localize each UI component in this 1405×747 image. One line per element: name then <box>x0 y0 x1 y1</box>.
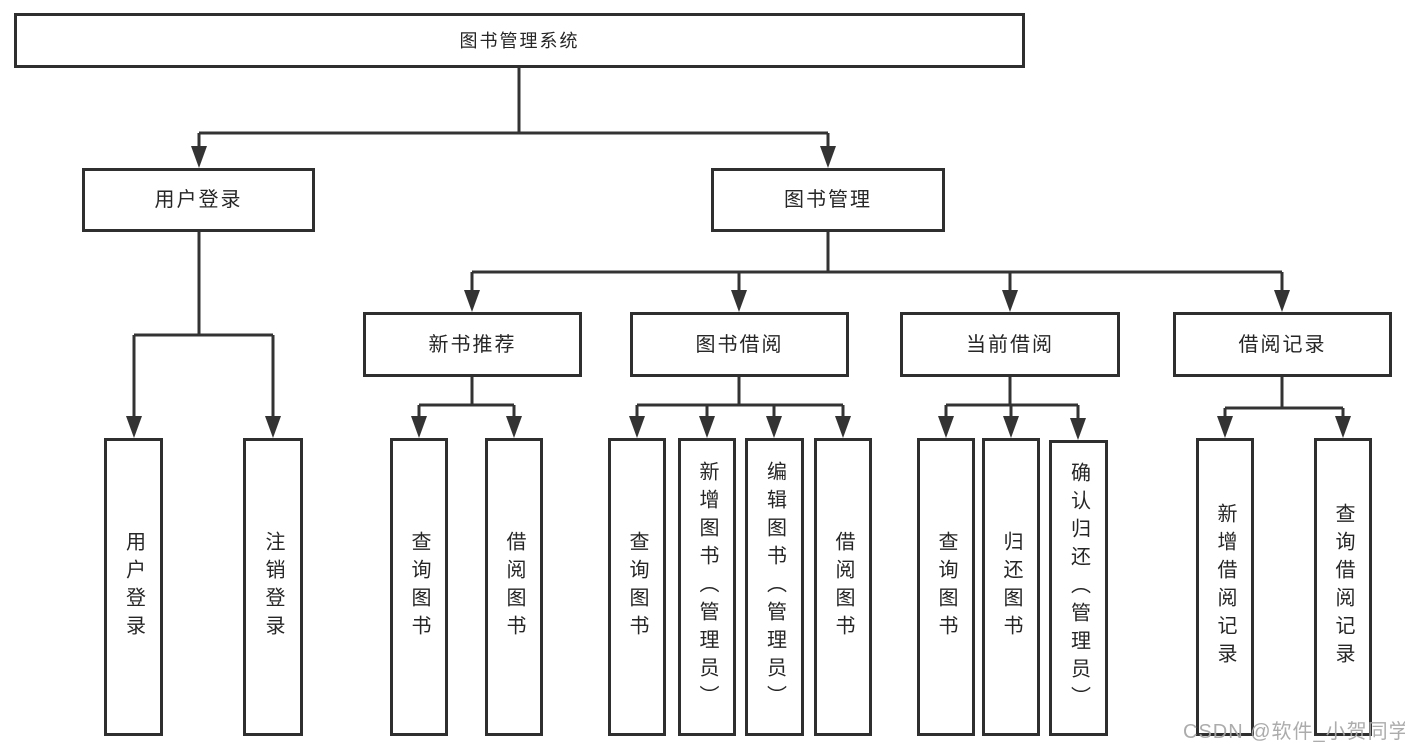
arrow-head <box>126 416 142 438</box>
node-label: 借阅记录 <box>1238 333 1327 356</box>
arrow-head <box>820 146 836 168</box>
node-book-management-system: 图书管理系统 <box>14 13 1025 68</box>
node-label: 新书推荐 <box>428 333 517 356</box>
node-current-borrowing: 当前借阅 <box>900 312 1120 377</box>
node-label: 注销登录 <box>262 531 284 643</box>
node-label: 查询借阅记录 <box>1332 503 1354 671</box>
arrow-head <box>1070 418 1086 440</box>
arrow-head <box>731 290 747 312</box>
leaf-borrow-books-recommend: 借阅图书 <box>485 438 543 736</box>
node-label: 当前借阅 <box>966 333 1054 356</box>
csdn-watermark: CSDN @软件_小贺同学 <box>1183 721 1405 743</box>
node-label: 新增借阅记录 <box>1214 503 1236 671</box>
arrow-head <box>629 416 645 438</box>
arrow-head <box>1003 416 1019 438</box>
node-label: 查询图书 <box>408 531 430 643</box>
arrow-head <box>699 416 715 438</box>
leaf-query-books-recommend: 查询图书 <box>390 438 448 736</box>
arrow-head <box>835 416 851 438</box>
arrow-head <box>938 416 954 438</box>
arrow-head <box>1335 416 1351 438</box>
leaf-return-books: 归还图书 <box>982 438 1040 736</box>
node-label: 用户登录 <box>122 531 145 643</box>
leaf-add-books-admin: 新增图书（管理员） <box>678 438 736 736</box>
arrow-head <box>506 416 522 438</box>
arrow-head <box>1002 290 1018 312</box>
leaf-query-books-borrowing: 查询图书 <box>608 438 666 736</box>
arrow-head <box>464 290 480 312</box>
leaf-user-login: 用户登录 <box>104 438 163 736</box>
node-label: 归还图书 <box>1000 531 1022 643</box>
leaf-add-borrow-record: 新增借阅记录 <box>1196 438 1254 736</box>
node-label: 查询图书 <box>935 531 957 643</box>
arrow-head <box>191 146 207 168</box>
leaf-borrow-books-borrowing: 借阅图书 <box>814 438 872 736</box>
leaf-edit-books-admin: 编辑图书（管理员） <box>745 438 804 736</box>
node-label: 编辑图书（管理员） <box>763 461 786 713</box>
node-label: 用户登录 <box>154 189 243 211</box>
leaf-logout: 注销登录 <box>243 438 303 736</box>
node-book-management: 图书管理 <box>711 168 945 232</box>
node-borrowing-records: 借阅记录 <box>1173 312 1392 377</box>
arrow-head <box>766 416 782 438</box>
node-label: 图书管理 <box>784 189 872 211</box>
node-user-login: 用户登录 <box>82 168 315 232</box>
node-label: 新增图书（管理员） <box>696 461 718 713</box>
node-label: 确认归还（管理员） <box>1067 462 1090 714</box>
arrow-head <box>1217 416 1233 438</box>
leaf-query-books-current: 查询图书 <box>917 438 975 736</box>
node-label: 图书借阅 <box>695 333 784 356</box>
arrow-head <box>1274 290 1290 312</box>
node-label: 借阅图书 <box>503 531 525 643</box>
node-label: 借阅图书 <box>832 531 854 643</box>
node-label: 图书管理系统 <box>459 30 580 51</box>
node-new-book-recommendation: 新书推荐 <box>363 312 582 377</box>
node-book-borrowing: 图书借阅 <box>630 312 849 377</box>
leaf-confirm-return-admin: 确认归还（管理员） <box>1049 440 1108 736</box>
arrow-head <box>411 416 427 438</box>
node-label: 查询图书 <box>626 531 648 643</box>
arrow-head <box>265 416 281 438</box>
leaf-query-borrow-record: 查询借阅记录 <box>1314 438 1372 736</box>
